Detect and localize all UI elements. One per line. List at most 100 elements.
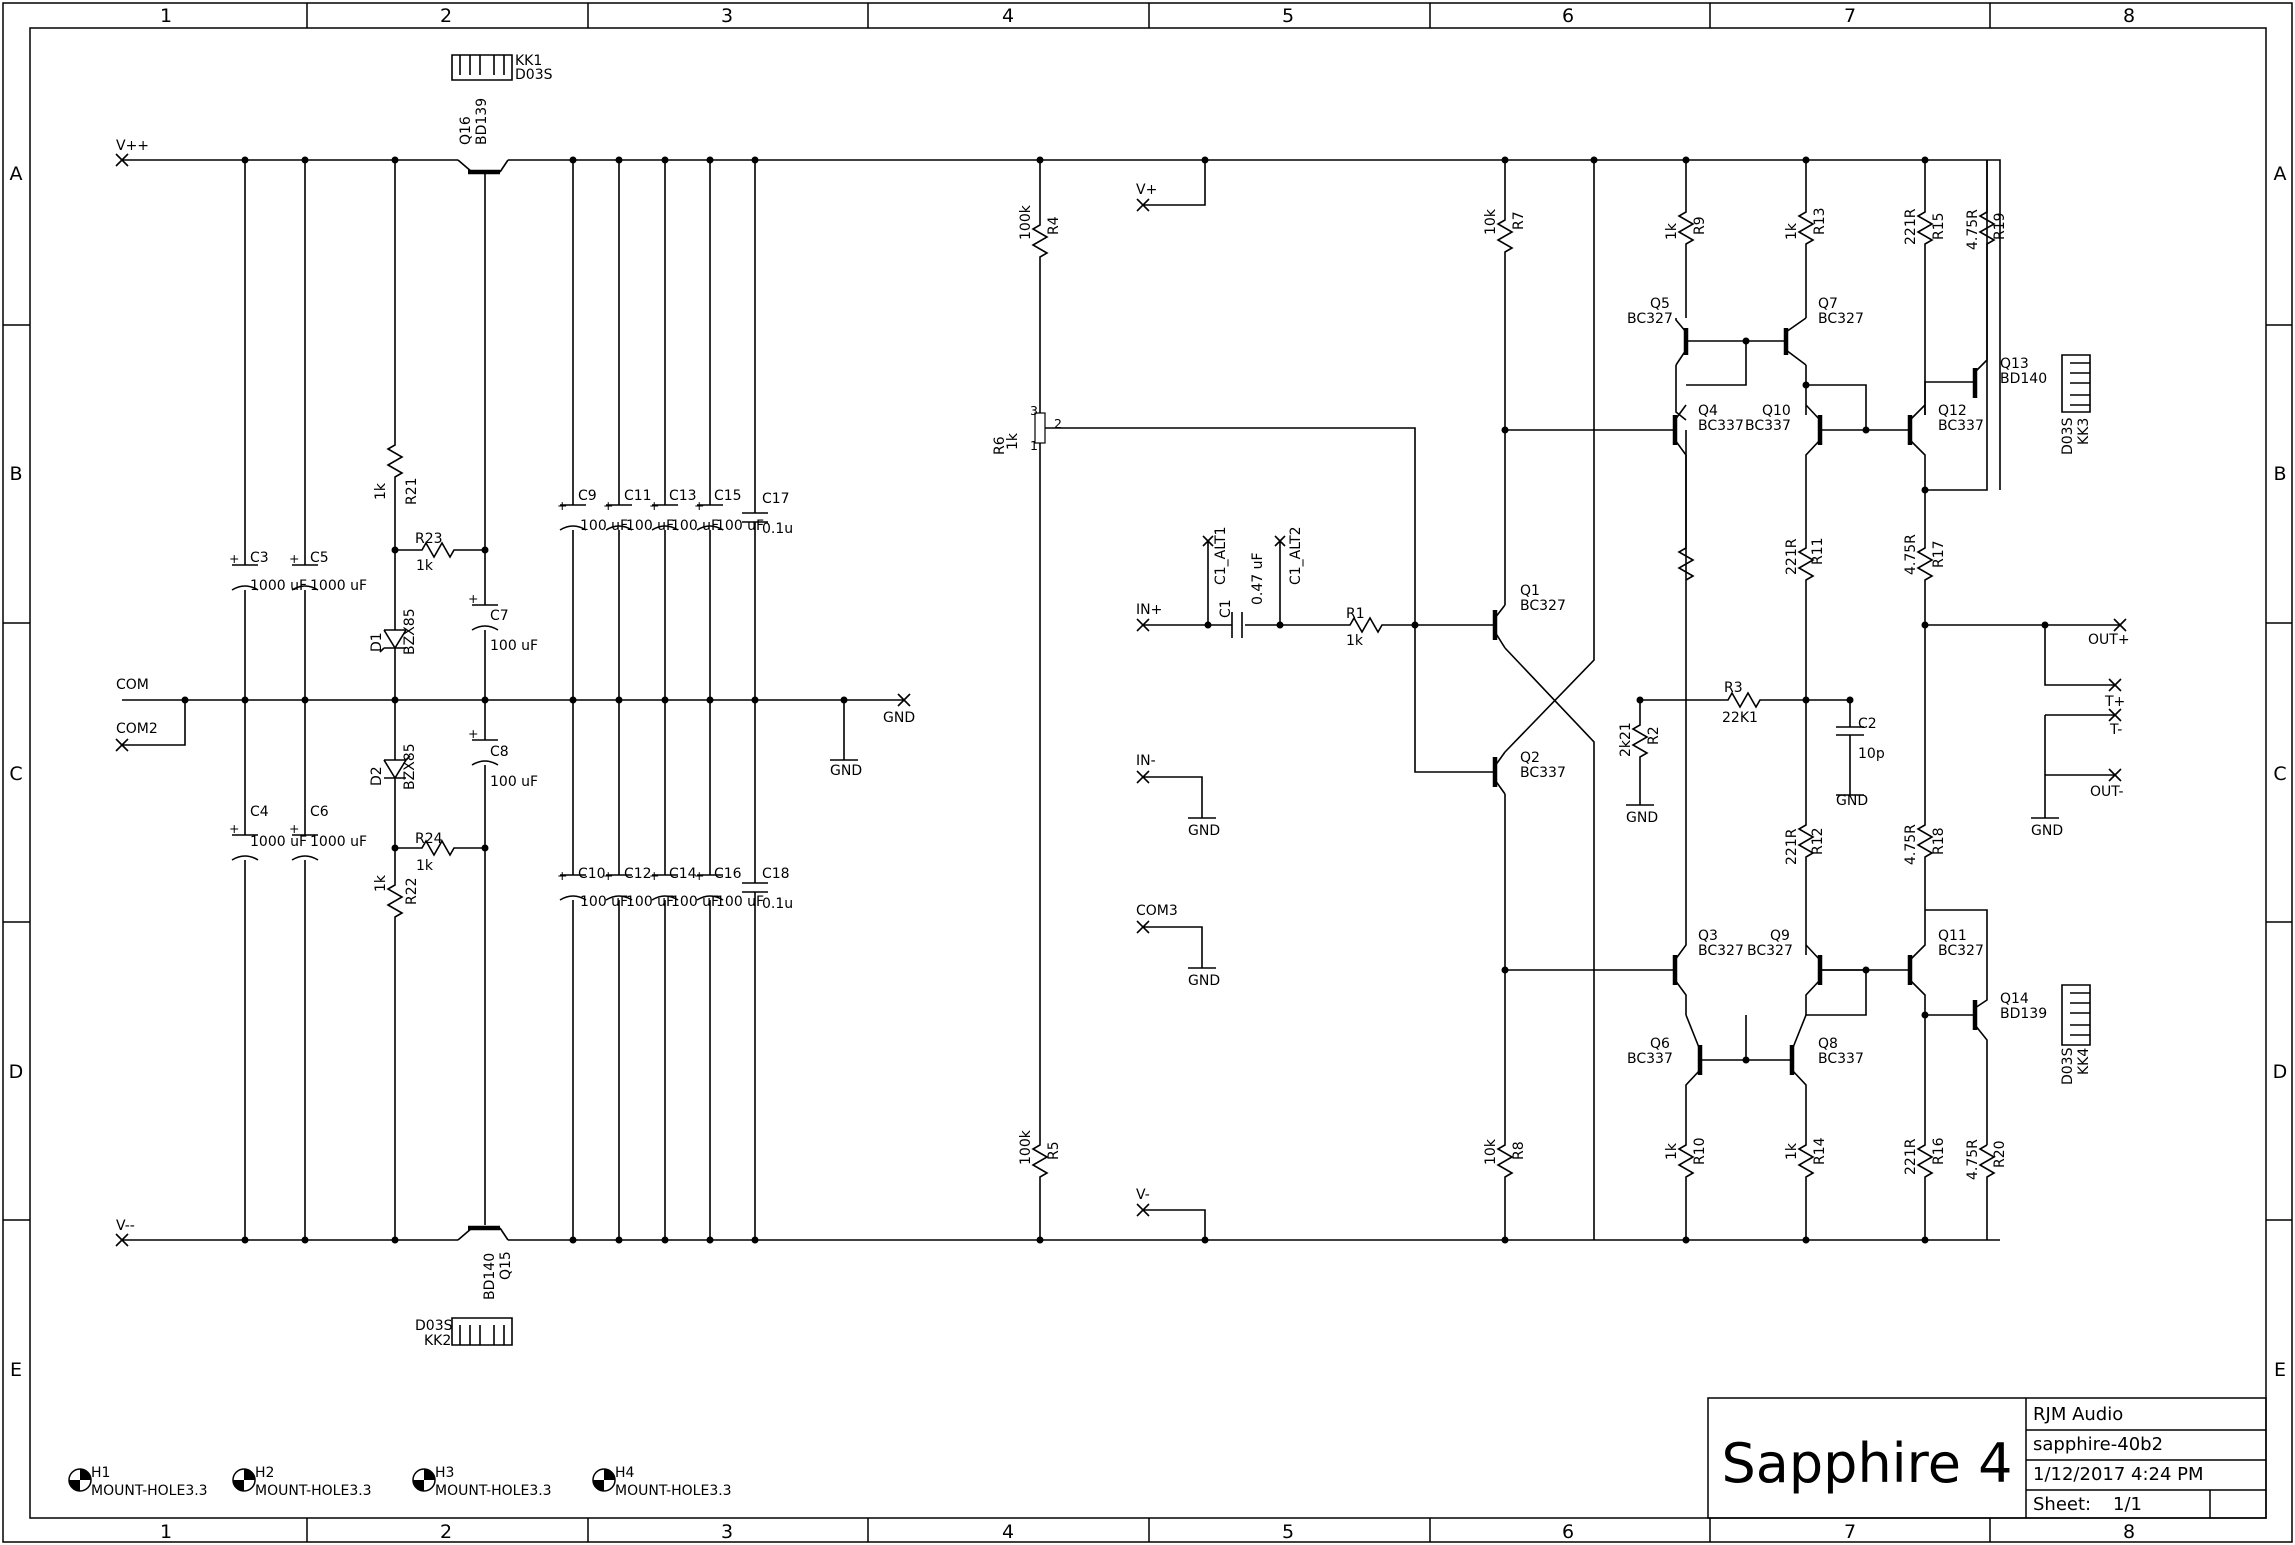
q5-part: BC327	[1627, 311, 1673, 327]
r19-value: 4.75R	[1965, 209, 1981, 250]
svg-text:+: +	[694, 498, 704, 513]
q16-ref: Q16	[458, 116, 474, 145]
row-label: E	[10, 1359, 22, 1381]
row-label: B	[9, 463, 22, 485]
com2-label: COM2	[116, 721, 158, 737]
c1-alt1-ref: C1_ALT1	[1213, 526, 1229, 585]
junction-dot	[1846, 696, 1854, 704]
r12-ref: R12	[1810, 827, 1826, 855]
c4-value: 1000 uF	[250, 834, 307, 850]
junction-dot	[1501, 1236, 1509, 1244]
svg-text:+: +	[289, 821, 299, 836]
row-labels-left: A B C D E	[9, 163, 24, 1381]
c3-value: 1000 uF	[250, 578, 307, 594]
pot-pin-3: 3	[1030, 403, 1038, 418]
kk4-part: D03S	[2060, 1047, 2076, 1085]
junction-dot	[1742, 337, 1750, 345]
r5-value: 100k	[1018, 1129, 1034, 1165]
junction-dot	[1501, 966, 1509, 974]
svg-text:+: +	[649, 868, 659, 883]
junction-dot	[241, 156, 249, 164]
junction-dot	[1036, 1236, 1044, 1244]
col-label: 1	[160, 1521, 172, 1543]
r20-value: 4.75R	[1965, 1139, 1981, 1180]
svg-text:+: +	[649, 498, 659, 513]
q14-part: BD139	[2000, 1006, 2047, 1022]
col-label: 4	[1002, 1521, 1014, 1543]
junction-dot	[1921, 1236, 1929, 1244]
q2-part: BC337	[1520, 765, 1566, 781]
q11-ref: Q11	[1938, 928, 1967, 944]
r9-value: 1k	[1664, 222, 1680, 240]
junction-dot	[301, 156, 309, 164]
r13-ref: R13	[1812, 207, 1828, 235]
q5-ref: Q5	[1650, 296, 1670, 312]
junction-dot	[1921, 486, 1929, 494]
c1-value: 0.47 uF	[1250, 552, 1266, 605]
junction-dot	[1742, 1056, 1750, 1064]
junction-dot	[706, 1236, 714, 1244]
mount-hole-part: MOUNT-HOLE3.3	[435, 1483, 552, 1499]
vpp-label: V++	[116, 138, 149, 154]
r7-value: 10k	[1483, 208, 1499, 235]
r12-value: 221R	[1784, 828, 1800, 865]
row-label: C	[9, 763, 22, 785]
junction-dot	[1276, 621, 1284, 629]
gnd-label: GND	[1836, 793, 1868, 809]
r2-value: 2k21	[1618, 722, 1634, 757]
q11-part: BC327	[1938, 943, 1984, 959]
c12-value: 100 uF	[626, 894, 674, 910]
svg-text:+: +	[229, 551, 239, 566]
col-label: 7	[1844, 5, 1856, 27]
junction-dot	[751, 156, 759, 164]
c8-ref: C8	[490, 744, 509, 760]
junction-dot	[615, 156, 623, 164]
r7-ref: R7	[1511, 211, 1527, 230]
c1-alt2-ref: C1_ALT2	[1288, 526, 1304, 585]
r6-ref: R6	[992, 436, 1008, 455]
q2-ref: Q2	[1520, 750, 1540, 766]
kk1-ref: KK1	[515, 53, 542, 69]
col-label: 3	[721, 5, 733, 27]
c10-value: 100 uF	[580, 894, 628, 910]
r5-ref: R5	[1046, 1141, 1062, 1160]
c16-ref: C16	[714, 866, 742, 882]
file-name: sapphire-40b2	[2033, 1434, 2163, 1455]
junction-dot	[391, 696, 399, 704]
r11-ref: R11	[1810, 537, 1826, 565]
svg-text:+: +	[694, 868, 704, 883]
gnd-label: GND	[1626, 810, 1658, 826]
q4-ref: Q4	[1698, 403, 1718, 419]
col-label: 1	[160, 5, 172, 27]
c11-ref: C11	[624, 488, 652, 504]
vminus-label: V-	[1136, 1187, 1150, 1203]
c2-value: 10p	[1858, 746, 1885, 762]
junction-dot	[1204, 621, 1212, 629]
r23-ref: R23	[415, 531, 443, 547]
mount-hole-icon	[592, 1468, 616, 1492]
svg-text:+: +	[229, 821, 239, 836]
junction-dot	[569, 156, 577, 164]
junction-dot	[301, 696, 309, 704]
d2-ref: D2	[369, 766, 385, 786]
col-label: 8	[2123, 1521, 2135, 1543]
q15-ref: Q15	[498, 1251, 514, 1280]
q6-part: BC337	[1627, 1051, 1673, 1067]
junction-dot	[1802, 696, 1810, 704]
c11-value: 100 uF	[626, 518, 674, 534]
q1-part: BC327	[1520, 598, 1566, 614]
c14-value: 100 uF	[671, 894, 719, 910]
junction-dot	[1921, 156, 1929, 164]
svg-text:+: +	[468, 591, 478, 606]
r21-value: 1k	[373, 482, 389, 500]
q9-ref: Q9	[1770, 928, 1790, 944]
junction-dot	[1201, 1236, 1209, 1244]
q4-part: BC337	[1698, 418, 1744, 434]
junction-dot	[481, 696, 489, 704]
col-label: 8	[2123, 5, 2135, 27]
r10-value: 1k	[1664, 1142, 1680, 1160]
kk2-part: D03S	[415, 1318, 453, 1334]
r8-ref: R8	[1511, 1141, 1527, 1160]
